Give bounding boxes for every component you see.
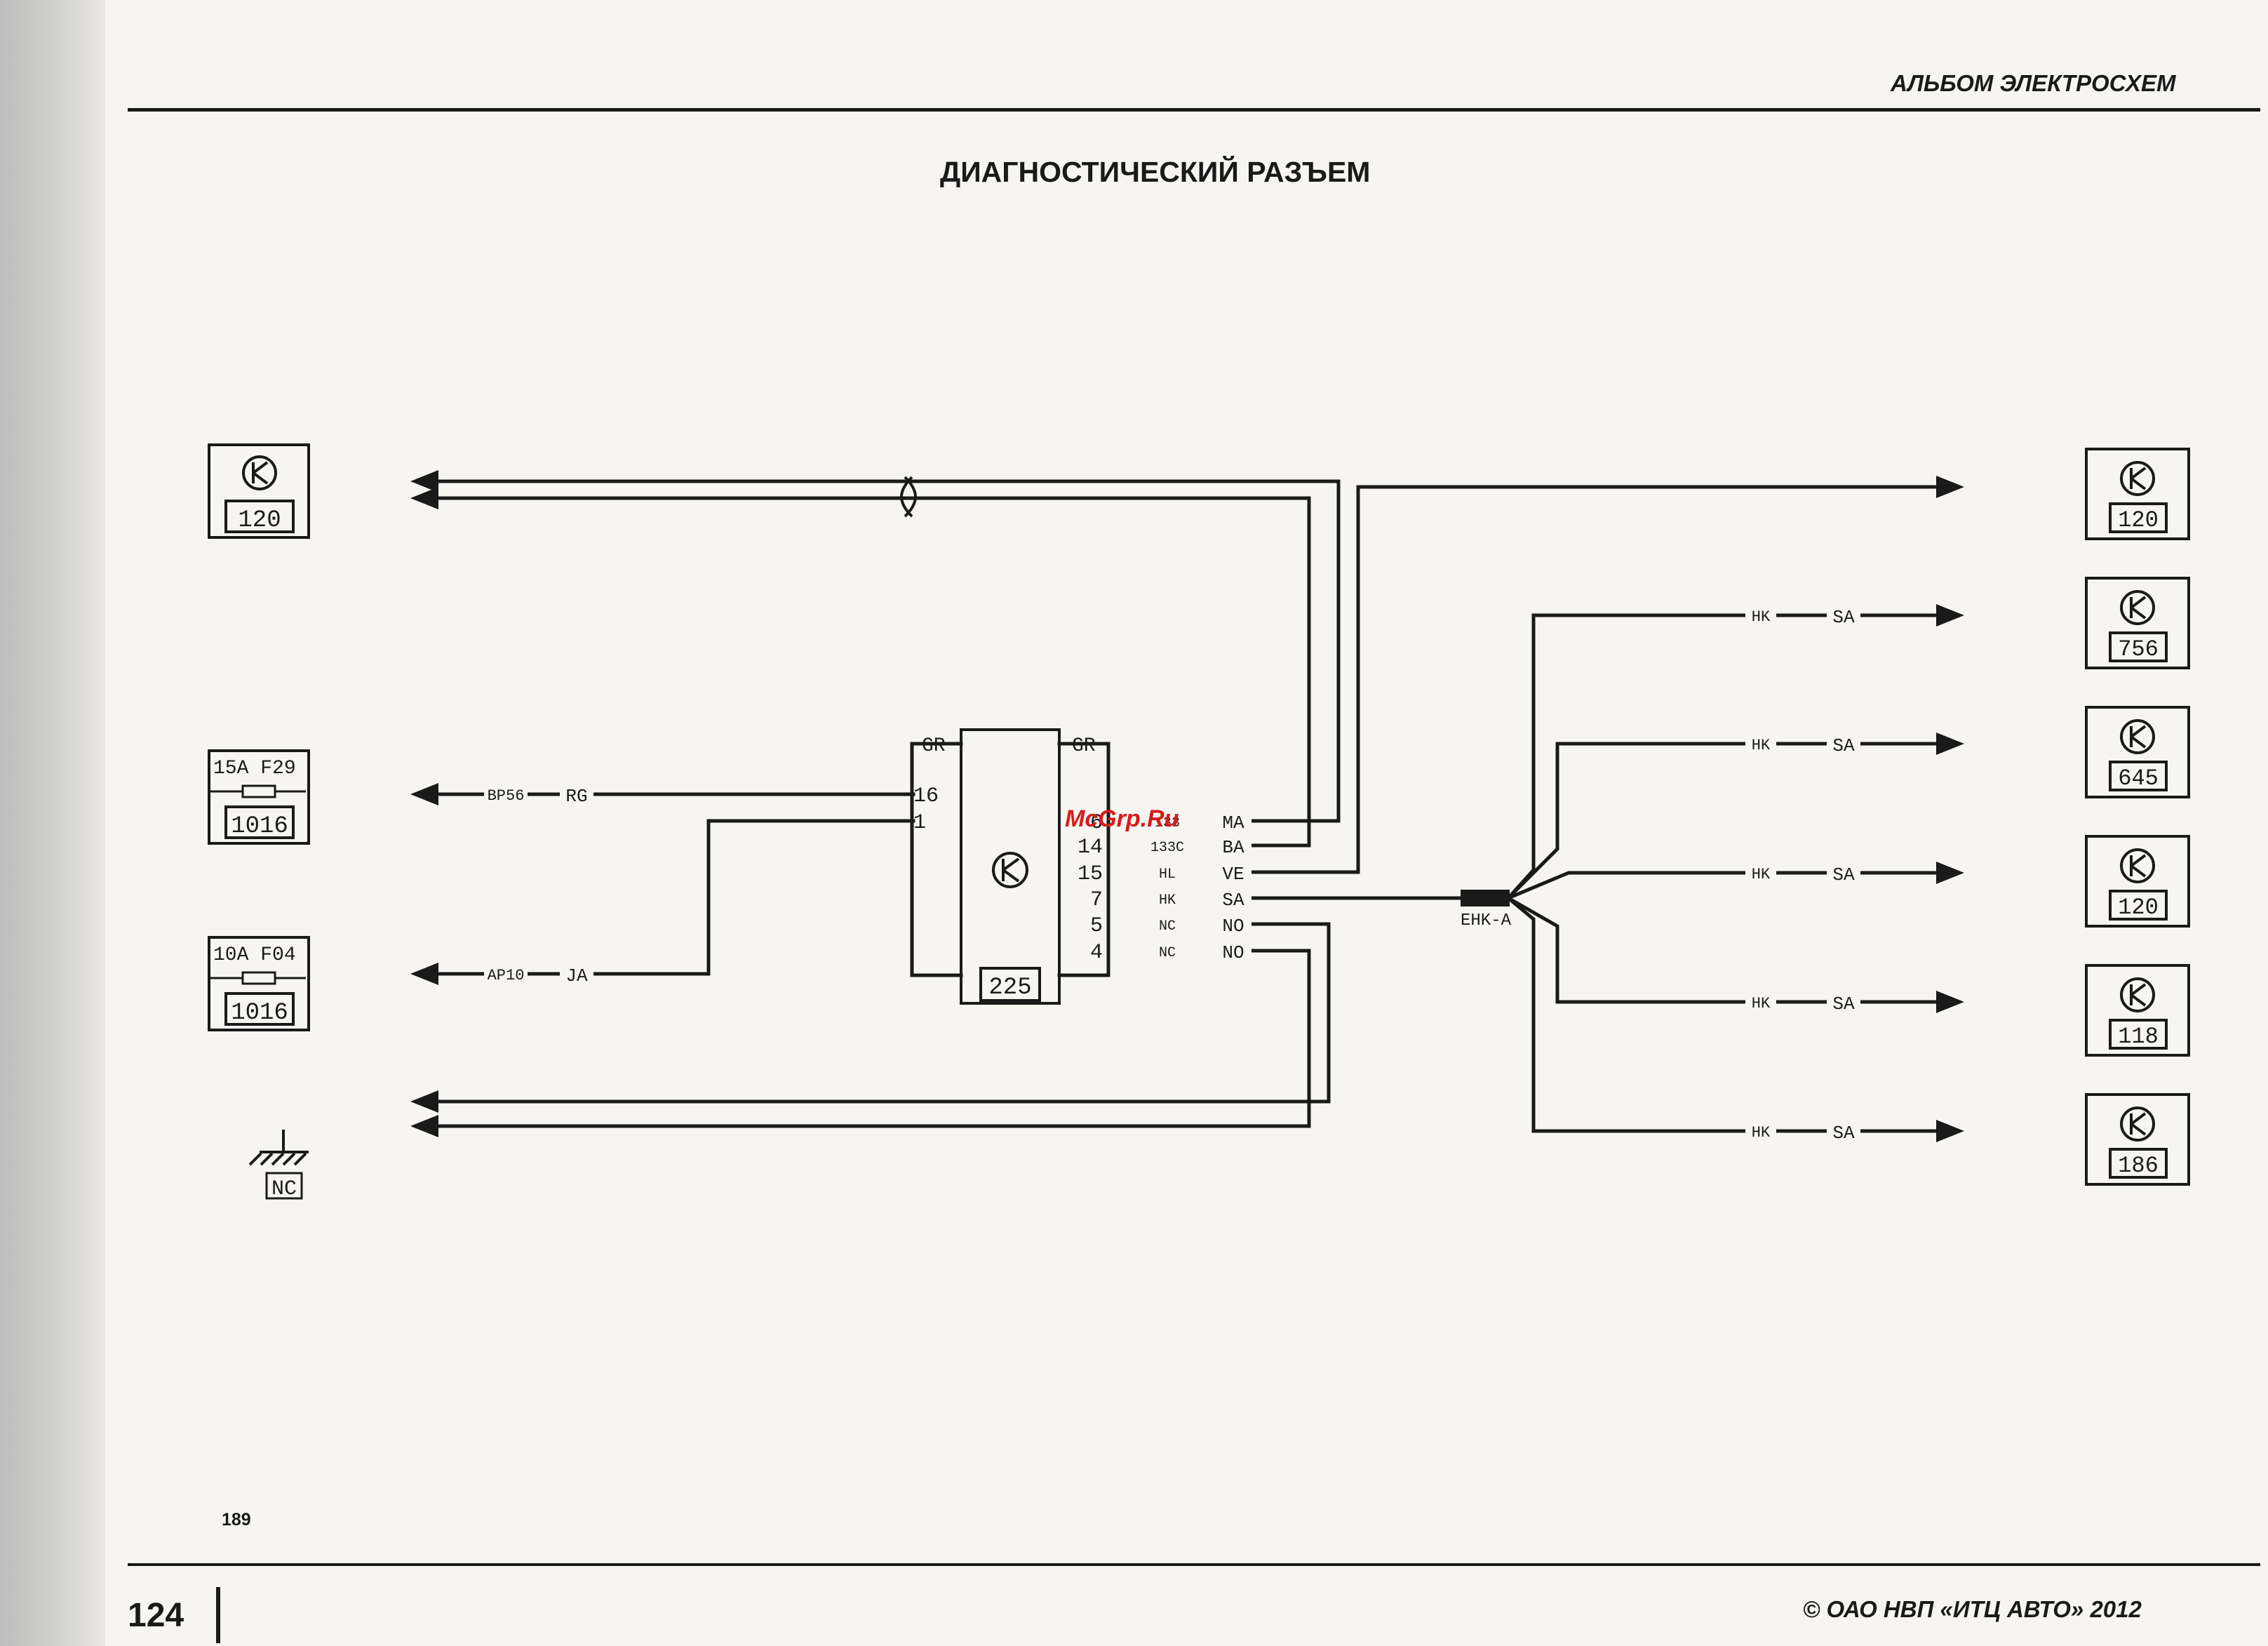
ground-label: NC [271, 1177, 297, 1201]
branch-wire-color: SA [1832, 735, 1855, 756]
arrow-left [410, 1115, 438, 1137]
connector-icon [2121, 721, 2154, 753]
connector-id: 225 [988, 975, 1031, 1001]
pin-number: 1 [913, 811, 926, 835]
gr-right-label: GR [1072, 735, 1096, 757]
pin-number: 14 [1078, 836, 1103, 859]
connector-icon [993, 853, 1027, 887]
component-id: 645 [2118, 765, 2159, 791]
wire-branch-3 [1508, 873, 1936, 898]
fuse-rating: 15A F29 [213, 758, 296, 779]
component-id: 186 [2118, 1153, 2159, 1179]
wire-color: RG [565, 786, 587, 807]
fuse-rating: 10A F04 [213, 944, 296, 966]
pin-number: 7 [1090, 888, 1103, 912]
wires [435, 481, 1936, 1131]
wire-color: BA [1222, 837, 1244, 858]
wire-branch-2 [1508, 744, 1936, 898]
wire-id: NC [1159, 918, 1176, 935]
pin-number: 16 [913, 784, 939, 808]
wire-branch-4 [1508, 898, 1936, 1002]
right-component: 756 [2086, 578, 2189, 668]
wire-color: VE [1222, 864, 1244, 885]
right-component: 186 [2086, 1095, 2189, 1184]
splice-label: EHK-A [1461, 911, 1512, 930]
pin-number: 5 [1090, 914, 1103, 938]
wire-color: MA [1222, 812, 1244, 834]
wire-id: BP56 [488, 787, 525, 805]
branch-wire-id: HK [1752, 1124, 1771, 1142]
gr-left-label: GR [922, 735, 946, 757]
arrow-left [410, 1090, 438, 1113]
component-id: 118 [2118, 1024, 2159, 1050]
arrowheads [410, 470, 1964, 1142]
wire-color: NO [1222, 916, 1244, 937]
wire-id: HL [1159, 867, 1176, 883]
pin-number: 15 [1078, 862, 1103, 886]
left-component: 120 [209, 445, 309, 537]
branch-wire-color: SA [1832, 607, 1855, 628]
branch-wire-color: SA [1832, 864, 1855, 885]
arrow-right [1936, 991, 1964, 1013]
wire-no-1 [435, 924, 1329, 1102]
wire-color: JA [565, 965, 588, 986]
watermark: McGrp.Ru [1065, 805, 1179, 833]
arrow-left [410, 783, 438, 805]
branch-wire-id: HK [1752, 737, 1771, 754]
wire-id: 133C [1150, 840, 1184, 856]
wire-ja [435, 821, 913, 974]
arrow-right [1936, 604, 1964, 627]
arrow-right [1936, 732, 1964, 755]
component-id: 120 [2118, 895, 2159, 921]
wire-ma [435, 481, 1338, 821]
connector-icon [2121, 979, 2154, 1011]
connector-icon [2121, 591, 2154, 624]
wire-id: HK [1159, 892, 1176, 909]
right-components: 120 756 645 120 118 186 [2086, 449, 2189, 1184]
wire-color: SA [1222, 890, 1244, 911]
wire-branch-1 [1508, 615, 1936, 898]
wire-gr-left [912, 744, 961, 975]
wire-id: AP10 [488, 967, 525, 984]
ground-icon [260, 1130, 309, 1152]
branch-wire-id: HK [1752, 608, 1771, 626]
arrow-right [1936, 862, 1964, 884]
right-component: 645 [2086, 707, 2189, 797]
pin-number: 4 [1090, 941, 1103, 965]
wire-ve [1226, 487, 1936, 872]
right-component: 118 [2086, 965, 2189, 1055]
fuse-icon [210, 786, 306, 797]
connector-icon [2121, 850, 2154, 882]
branch-wire-color: SA [1832, 993, 1855, 1015]
component-id: 756 [2118, 636, 2159, 662]
arrow-right [1936, 1120, 1964, 1142]
arrow-left [410, 963, 438, 985]
arrow-left [410, 487, 438, 509]
connector-icon [243, 457, 276, 489]
right-component: 120 [2086, 836, 2189, 926]
wire-color: NO [1222, 942, 1244, 963]
branch-wire-id: HK [1752, 866, 1771, 883]
wire-id: NC [1159, 945, 1176, 961]
left-component: 1016 10A F04 [209, 937, 309, 1030]
right-component: 120 [2086, 449, 2189, 539]
left-component: 1016 15A F29 [209, 751, 309, 843]
left-components: 120 1016 15A F29 1016 10A F04 [209, 445, 309, 1030]
arrow-right [1936, 476, 1964, 498]
wire-branch-5 [1508, 898, 1936, 1131]
splice-block [1461, 890, 1510, 906]
component-id: 1016 [231, 813, 288, 840]
connector-icon [2121, 462, 2154, 495]
component-id: 1016 [231, 1000, 288, 1026]
center-connector: 225 GR GR [922, 730, 1096, 1003]
fuse-icon [210, 972, 306, 984]
branch-wire-id: HK [1752, 995, 1771, 1012]
component-id: 120 [2118, 507, 2159, 533]
component-id: 120 [238, 507, 281, 534]
connector-icon [2121, 1108, 2154, 1140]
branch-wire-color: SA [1832, 1123, 1855, 1144]
